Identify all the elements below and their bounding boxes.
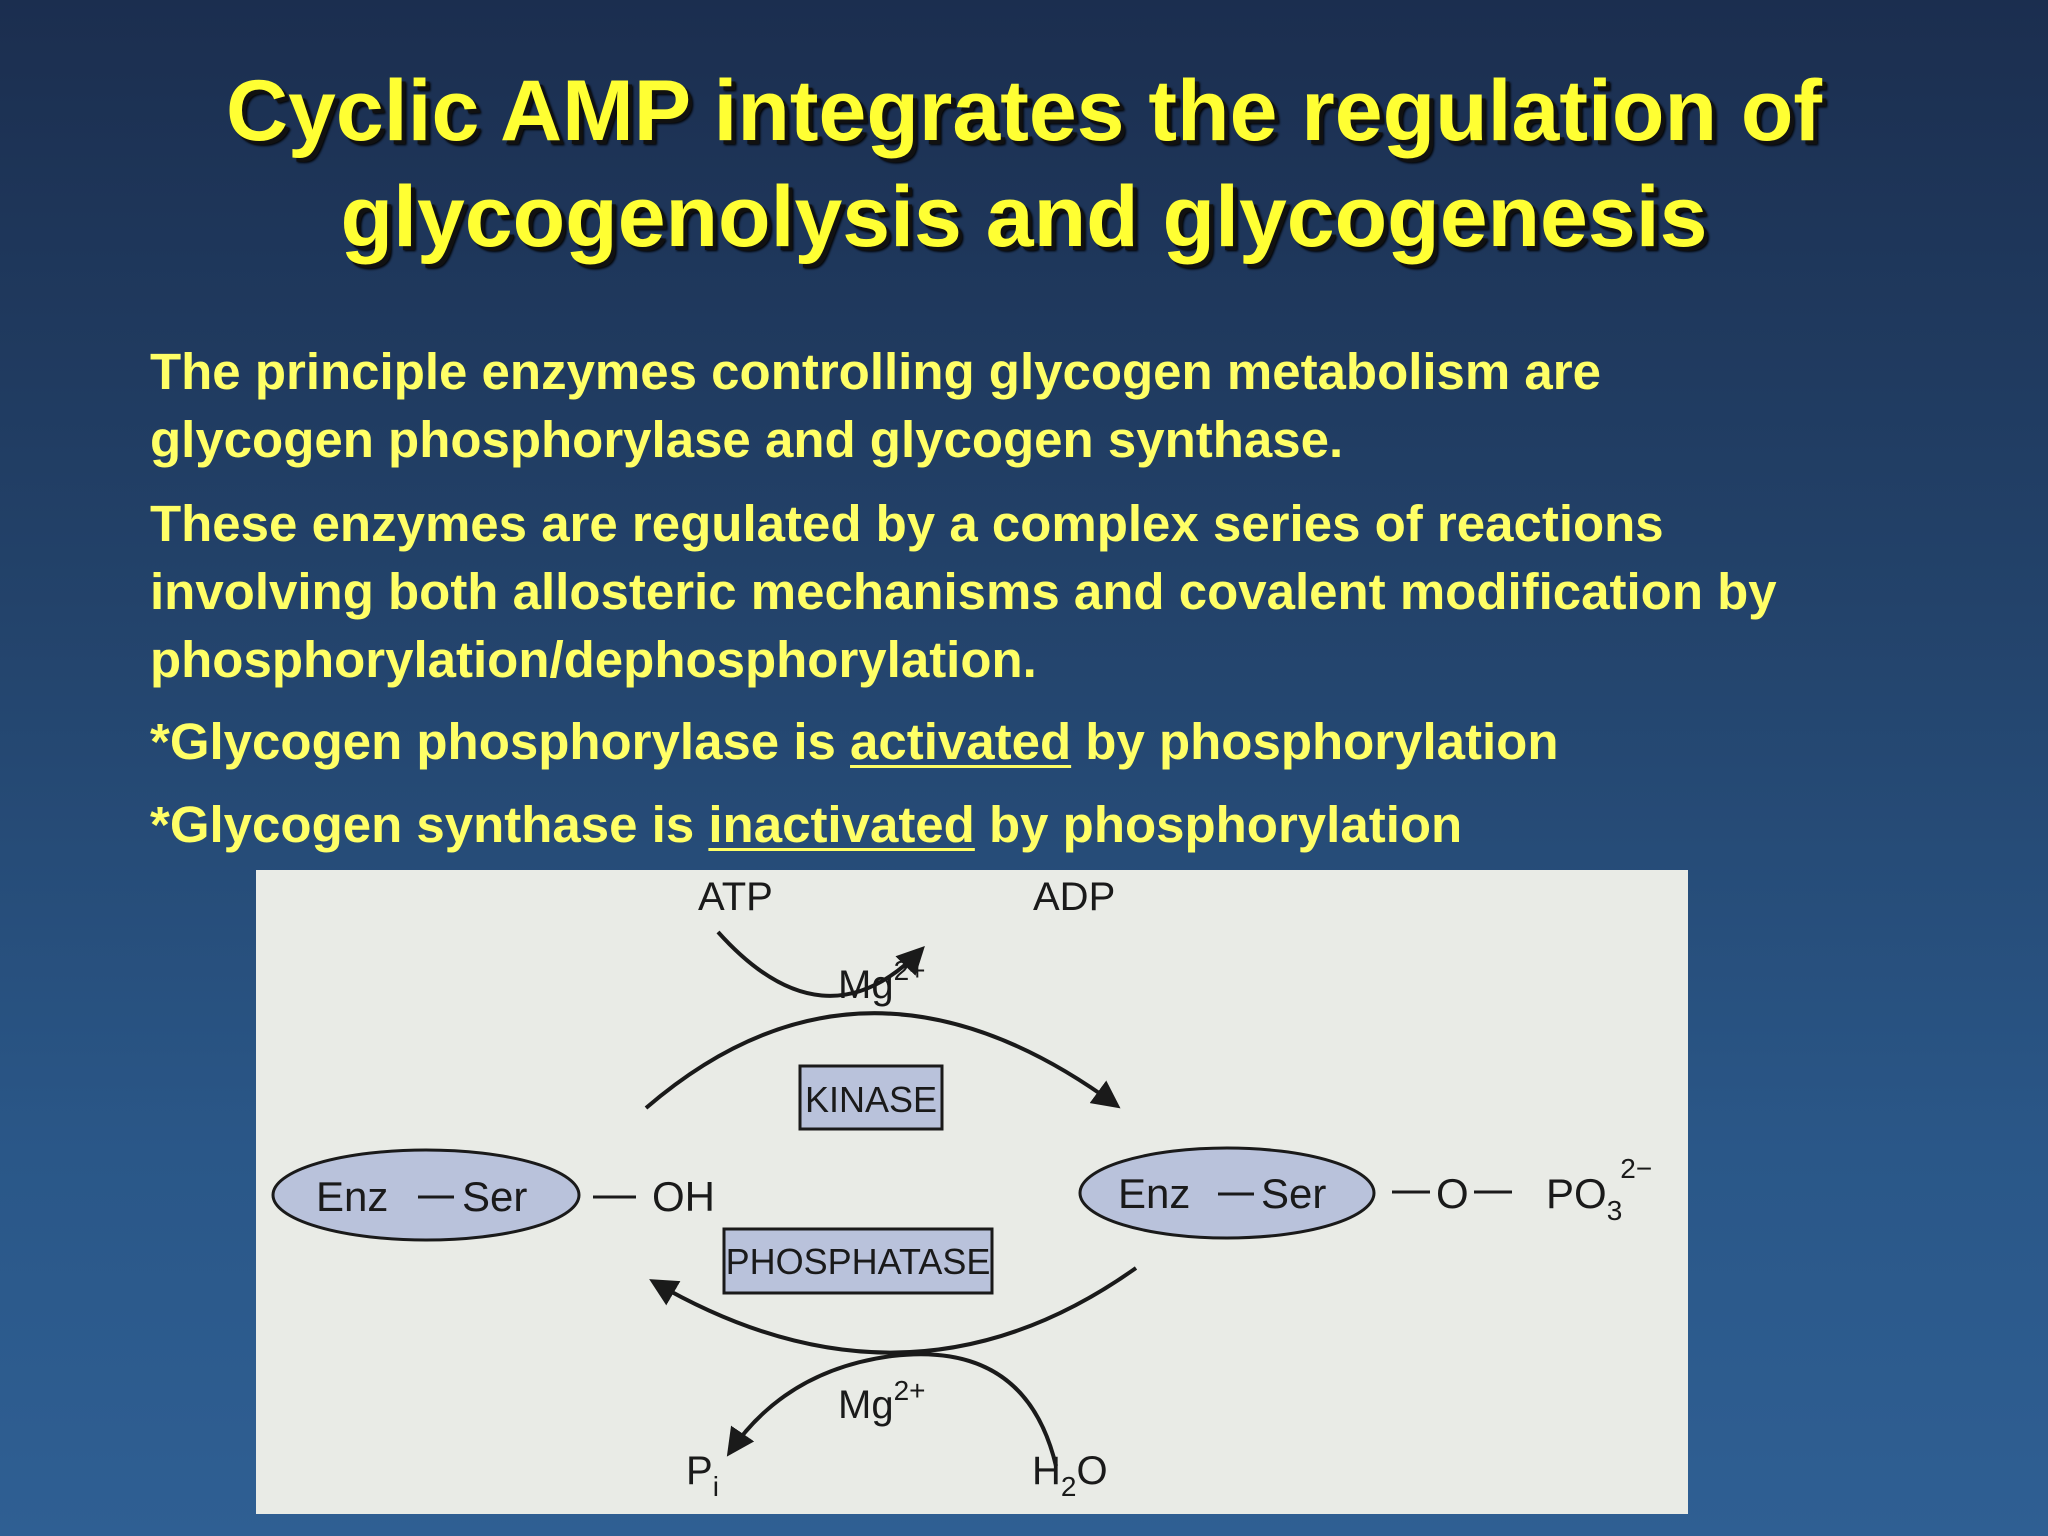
top-mg-label: Mg2+ [838, 955, 926, 1007]
h2o-o: O [1076, 1449, 1107, 1493]
bullet-1-emphasis: activated [850, 713, 1072, 770]
right-po-charge: 2− [1620, 1153, 1652, 1184]
right-po-subscript: 3 [1607, 1195, 1623, 1226]
intro-paragraph: The principle enzymes controlling glycog… [150, 338, 2010, 474]
left-enzyme-ellipse [271, 1148, 581, 1242]
kinase-box [798, 1064, 944, 1131]
h2o-h: H [1032, 1449, 1061, 1493]
intro-line-2: glycogen phosphorylase and glycogen synt… [150, 411, 1344, 468]
pi-label: Pi [686, 1449, 719, 1502]
pi-symbol: P [686, 1449, 713, 1493]
top-mg-symbol: Mg [838, 963, 894, 1007]
bullet-1-before: *Glycogen phosphorylase is [150, 713, 851, 770]
intro-line-1: The principle enzymes controlling glycog… [150, 343, 1602, 400]
bullet-2-emphasis: inactivated [708, 796, 975, 853]
pi-subscript: i [713, 1471, 719, 1502]
regulation-line-1: These enzymes are regulated by a complex… [150, 495, 1664, 552]
phosphatase-box [722, 1227, 994, 1295]
bottom-mg-symbol: Mg [838, 1383, 894, 1427]
left-ser-label: Ser [462, 1173, 527, 1220]
right-po-symbol: PO [1546, 1170, 1607, 1217]
right-enz-label: Enz [1118, 1170, 1190, 1217]
kinase-forward-arrow [644, 1011, 1121, 1110]
bullet-2-before: *Glycogen synthase is [150, 796, 709, 853]
right-o-label: O [1436, 1170, 1469, 1217]
bullet-2-after: by phosphorylation [974, 796, 1463, 853]
bottom-mg-label: Mg2+ [838, 1375, 926, 1427]
title-line-1: Cyclic AMP integrates the regulation of [225, 63, 1823, 159]
slide-title: Cyclic AMP integrates the regulation of … [0, 58, 2048, 270]
atp-label: ATP [698, 875, 773, 919]
diagram-svg: ATP ADP Mg2+ KINASE Enz Ser OH Enz Ser O… [271, 875, 1652, 1502]
phosphatase-reverse-arrow [649, 1266, 1138, 1355]
regulation-line-2: involving both allosteric mechanisms and… [150, 563, 1777, 620]
left-oh-label: OH [652, 1173, 715, 1220]
phosphatase-label: PHOSPHATASE [726, 1241, 991, 1282]
regulation-paragraph: These enzymes are regulated by a complex… [150, 490, 2010, 694]
adp-label: ADP [1033, 875, 1115, 919]
atp-adp-arrow [716, 930, 925, 998]
bullet-phosphorylase: *Glycogen phosphorylase is activated by … [150, 708, 2010, 776]
bullet-synthase: *Glycogen synthase is inactivated by pho… [150, 791, 2010, 859]
right-po3-label: PO3 2− [1546, 1153, 1652, 1226]
h2o-pi-arrow [726, 1352, 1058, 1467]
bullet-1-after: by phosphorylation [1071, 713, 1559, 770]
h2o-subscript: 2 [1061, 1471, 1077, 1502]
title-line-2: glycogenolysis and glycogenesis [340, 169, 1708, 265]
kinase-label: KINASE [805, 1079, 937, 1120]
regulation-line-3: phosphorylation/dephosphorylation. [150, 631, 1037, 688]
h2o-label: H2O [1032, 1449, 1108, 1502]
left-enz-label: Enz [316, 1173, 388, 1220]
right-ser-label: Ser [1261, 1170, 1326, 1217]
top-mg-charge: 2+ [894, 955, 926, 986]
bottom-mg-charge: 2+ [894, 1375, 926, 1406]
phosphorylation-diagram: ATP ADP Mg2+ KINASE Enz Ser OH Enz Ser O… [256, 870, 1688, 1514]
